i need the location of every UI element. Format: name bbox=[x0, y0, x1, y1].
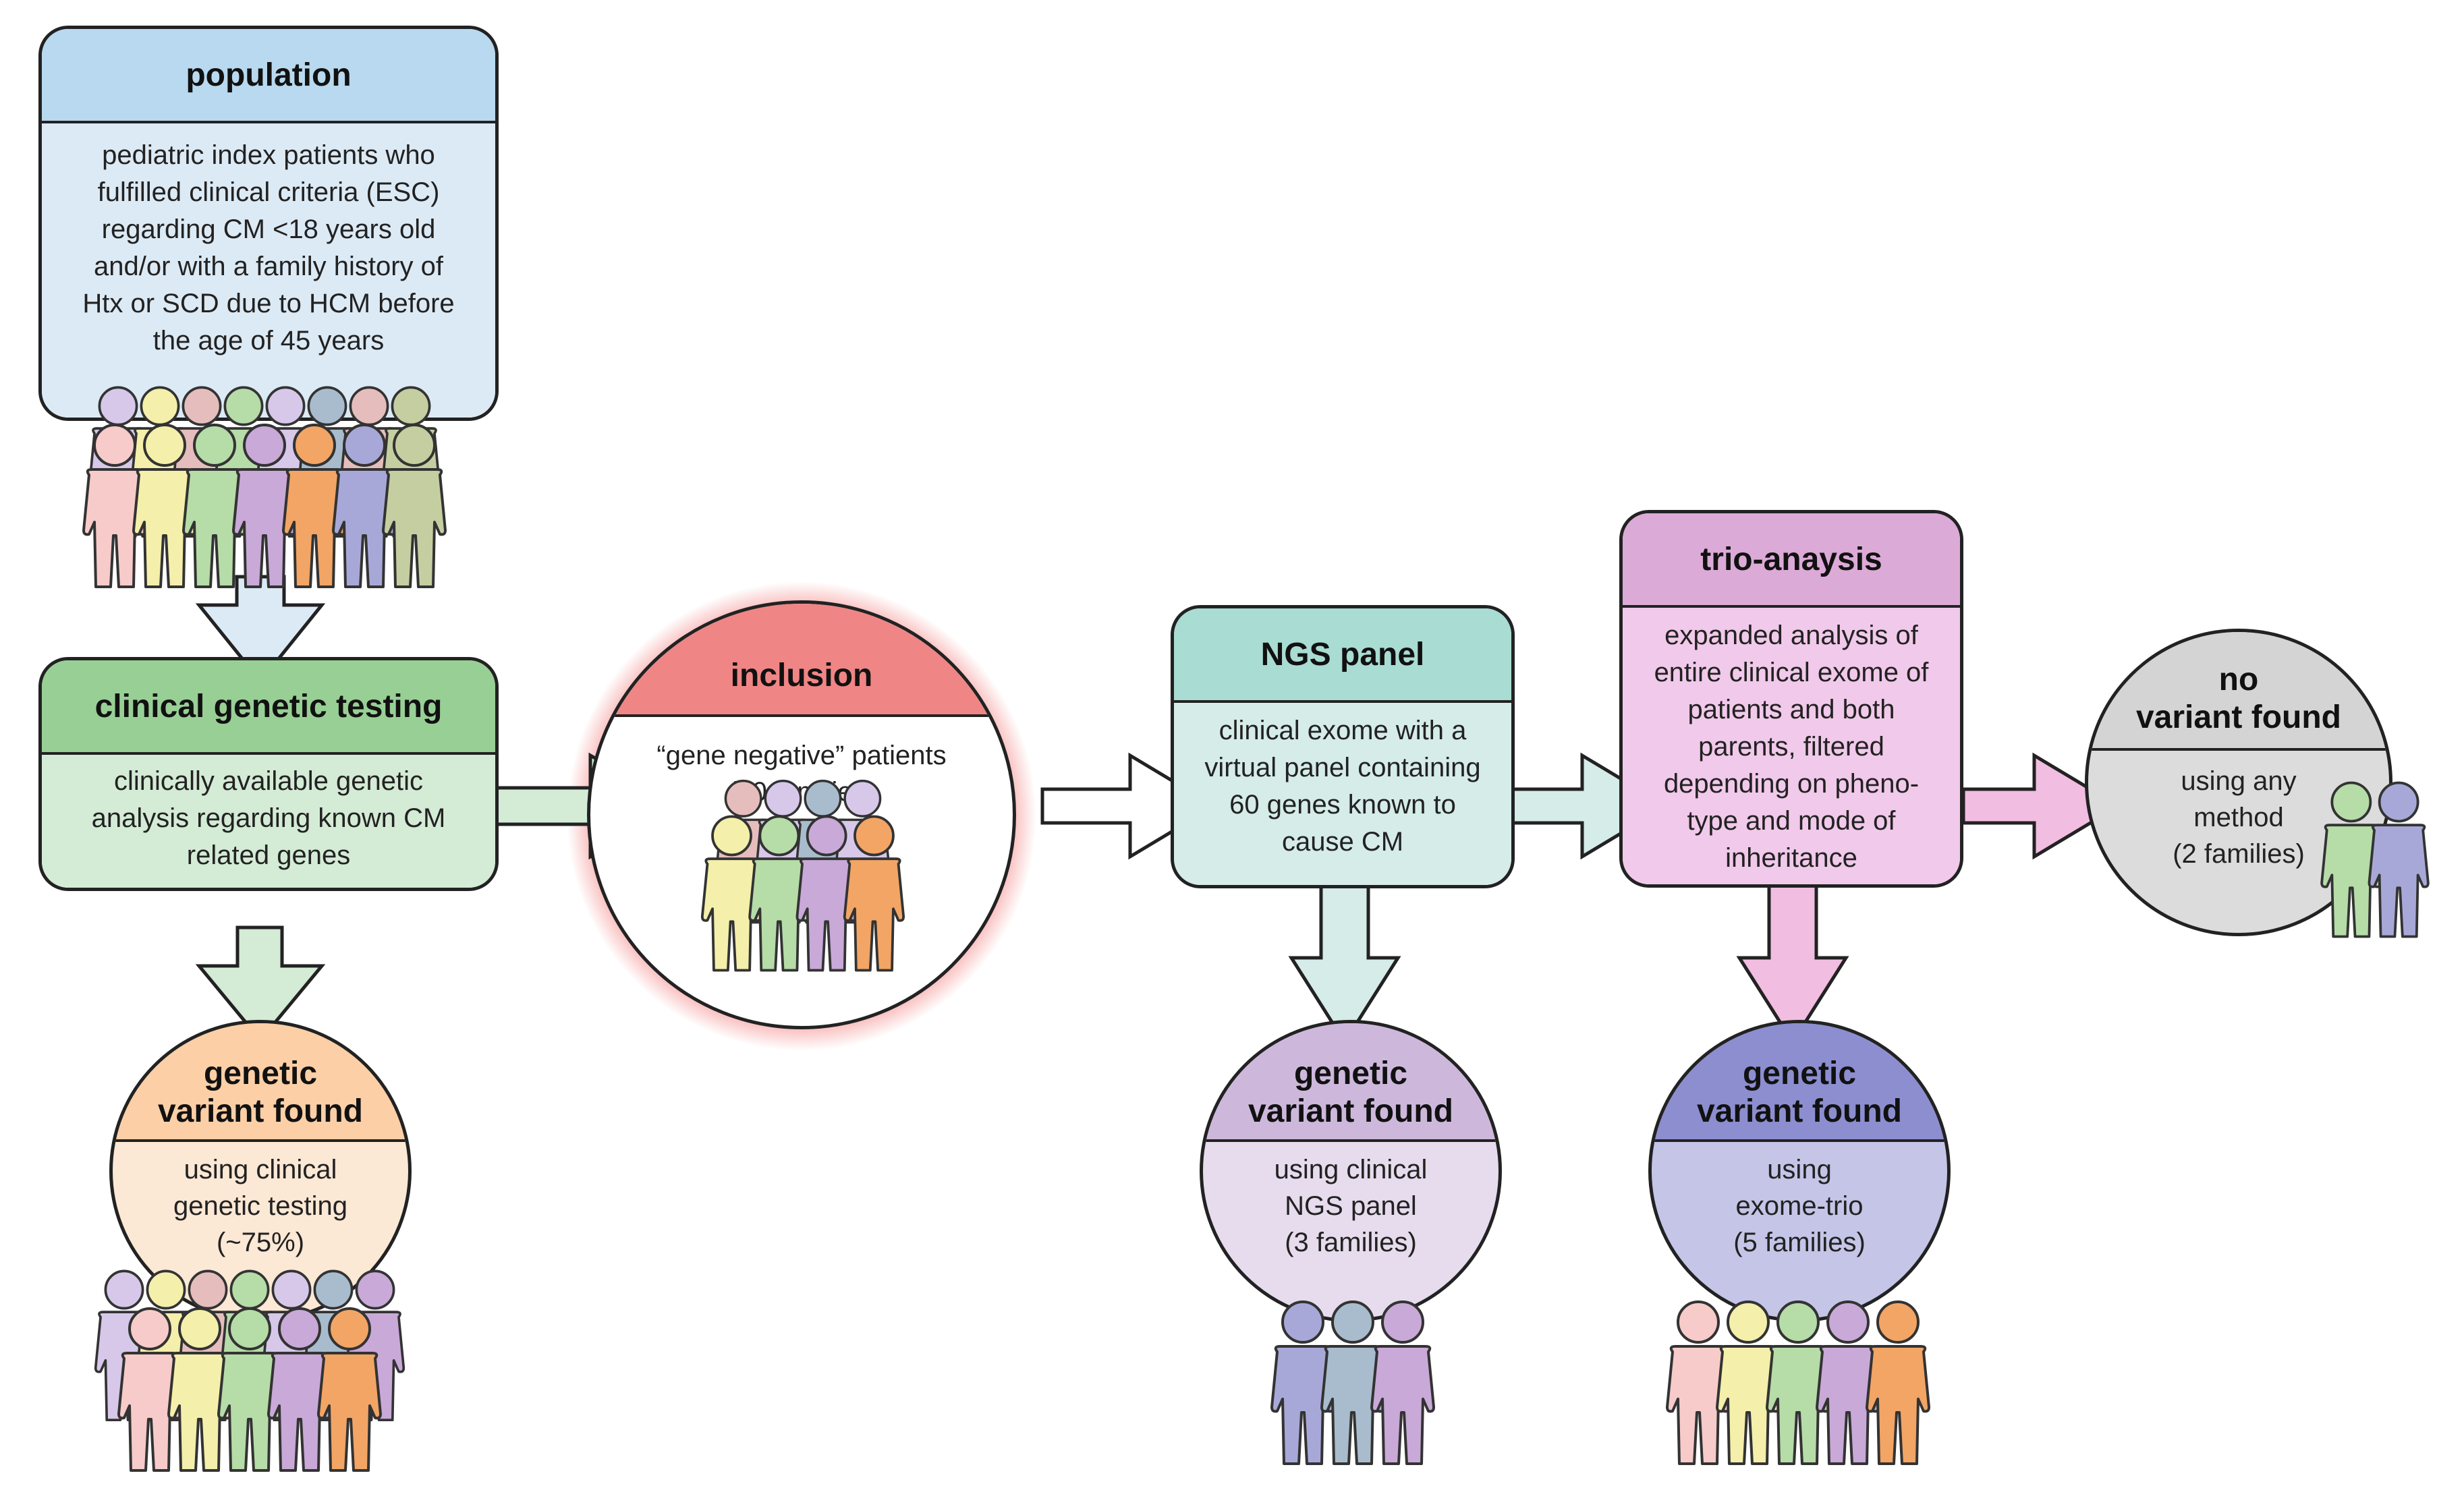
trio-analysis-line: patients and both bbox=[1687, 695, 1895, 724]
found-clinical-crowd-person-icon bbox=[317, 1307, 382, 1472]
arrow-testing-to-found bbox=[195, 925, 326, 1043]
found-ngs-line: using clinical bbox=[1274, 1155, 1428, 1184]
population-title: population bbox=[42, 29, 495, 123]
ngs-panel-description: clinical exome with a virtual panel conta… bbox=[1174, 703, 1511, 885]
no-variant-line: using any bbox=[2181, 766, 2297, 796]
ngs-panel-line: clinical exome with a bbox=[1219, 716, 1467, 745]
trio-analysis-line: expanded analysis of bbox=[1664, 621, 1918, 650]
no-variant-crowd-person-icon bbox=[2368, 781, 2430, 938]
no-variant-title-line: no bbox=[2218, 661, 2259, 697]
no-variant-line: method bbox=[2193, 803, 2284, 832]
ngs-panel-title: NGS panel bbox=[1174, 608, 1511, 703]
found-ngs-title-line: variant found bbox=[1248, 1093, 1453, 1130]
found-clinical-title-line: genetic bbox=[203, 1055, 318, 1091]
population-box: population pediatric index patients who f… bbox=[38, 26, 499, 421]
trio-analysis-line: depending on pheno- bbox=[1663, 769, 1920, 799]
found-trio-title-line: variant found bbox=[1696, 1093, 1902, 1130]
clinical-testing-line: related genes bbox=[186, 840, 351, 870]
clinical-testing-description: clinically available genetic analysis reg… bbox=[42, 755, 495, 888]
found-trio-crowd-person-icon bbox=[1716, 1300, 1781, 1465]
population-line: fulfilled clinical criteria (ESC) bbox=[97, 177, 440, 207]
found-clinical-crowd-person-icon bbox=[267, 1307, 332, 1472]
trio-analysis-line: parents, filtered bbox=[1698, 732, 1884, 762]
found-clinical-line: genetic testing bbox=[173, 1191, 347, 1221]
found-trio-line: (5 families) bbox=[1733, 1228, 1866, 1257]
trio-analysis-title: trio-anaysis bbox=[1623, 513, 1960, 608]
found-ngs-crowd-person-icon bbox=[1370, 1300, 1435, 1465]
inclusion-circle: inclusion “gene negative” patients(10 fa… bbox=[587, 600, 1016, 1029]
found-ngs-line: NGS panel bbox=[1285, 1191, 1417, 1221]
clinical-testing-title: clinical genetic testing bbox=[42, 660, 495, 755]
found-clinical-line: (~75%) bbox=[216, 1228, 305, 1257]
population-description: pediatric index patients who fulfilled cl… bbox=[42, 123, 495, 418]
found-trio-description: using exome-trio (5 families) bbox=[1652, 1151, 1947, 1261]
found-clinical-crowd-person-icon bbox=[117, 1307, 182, 1472]
trio-analysis-line: inheritance bbox=[1725, 843, 1857, 873]
inclusion-title: inclusion bbox=[730, 658, 873, 694]
population-crowd-person-icon bbox=[82, 424, 147, 588]
found-trio-line: using bbox=[1767, 1155, 1832, 1184]
ngs-panel-line: virtual panel containing bbox=[1204, 753, 1481, 782]
inclusion-crowd-person-icon bbox=[843, 815, 905, 972]
found-trio-line: exome-trio bbox=[1735, 1191, 1864, 1221]
found-ngs-line: (3 families) bbox=[1285, 1228, 1417, 1257]
found-trio-title-line: genetic bbox=[1742, 1055, 1857, 1091]
population-line: regarding CM <18 years old bbox=[101, 214, 436, 244]
found-clinical-title-line: variant found bbox=[157, 1093, 363, 1130]
clinical-testing-line: clinically available genetic bbox=[113, 766, 424, 796]
no-variant-description: using any method (2 families) bbox=[2088, 763, 2389, 872]
found-ngs-title-line: genetic bbox=[1293, 1055, 1408, 1091]
found-ngs-crowd-person-icon bbox=[1270, 1300, 1335, 1465]
clinical-testing-line: analysis regarding known CM bbox=[91, 803, 446, 833]
arrow-trio-to-found bbox=[1736, 882, 1849, 1046]
no-variant-crowd-person-icon bbox=[2320, 781, 2382, 938]
population-crowd-person-icon bbox=[282, 424, 347, 588]
population-line: Htx or SCD due to HCM before bbox=[82, 289, 455, 318]
population-line: and/or with a family history of bbox=[94, 252, 443, 281]
no-variant-line: (2 families) bbox=[2173, 839, 2305, 869]
trio-analysis-line: type and mode of bbox=[1687, 806, 1896, 836]
arrow-ngs-to-found bbox=[1288, 882, 1401, 1046]
inclusion-line: “gene negative” patients bbox=[656, 741, 947, 770]
clinical-testing-box: clinical genetic testing clinically avai… bbox=[38, 657, 499, 891]
population-crowd-person-icon bbox=[382, 424, 447, 588]
found-clinical-crowd-person-icon bbox=[167, 1307, 232, 1472]
trio-analysis-line: entire clinical exome of bbox=[1654, 658, 1929, 687]
population-crowd-person-icon bbox=[232, 424, 297, 588]
found-trio-crowd-person-icon bbox=[1866, 1300, 1930, 1465]
inclusion-crowd-person-icon bbox=[748, 815, 810, 972]
inclusion-header: inclusion bbox=[590, 604, 1013, 717]
population-line: the age of 45 years bbox=[152, 326, 385, 355]
trio-analysis-box: trio-anaysis expanded analysis of entire … bbox=[1619, 510, 1963, 888]
arrow-trio-to-no-variant bbox=[1961, 752, 2122, 860]
population-line: pediatric index patients who bbox=[102, 140, 435, 170]
trio-analysis-description: expanded analysis of entire clinical exom… bbox=[1623, 608, 1960, 884]
ngs-panel-line: 60 genes known to bbox=[1229, 790, 1456, 820]
ngs-panel-box: NGS panel clinical exome with a virtual p… bbox=[1171, 605, 1515, 888]
found-ngs-crowd-person-icon bbox=[1320, 1300, 1385, 1465]
ngs-panel-line: cause CM bbox=[1281, 827, 1404, 857]
found-clinical-description: using clinical genetic testing (~75%) bbox=[113, 1151, 408, 1261]
found-trio-crowd-person-icon bbox=[1816, 1300, 1880, 1465]
found-clinical-line: using clinical bbox=[184, 1155, 337, 1184]
no-variant-title-line: variant found bbox=[2135, 699, 2341, 736]
